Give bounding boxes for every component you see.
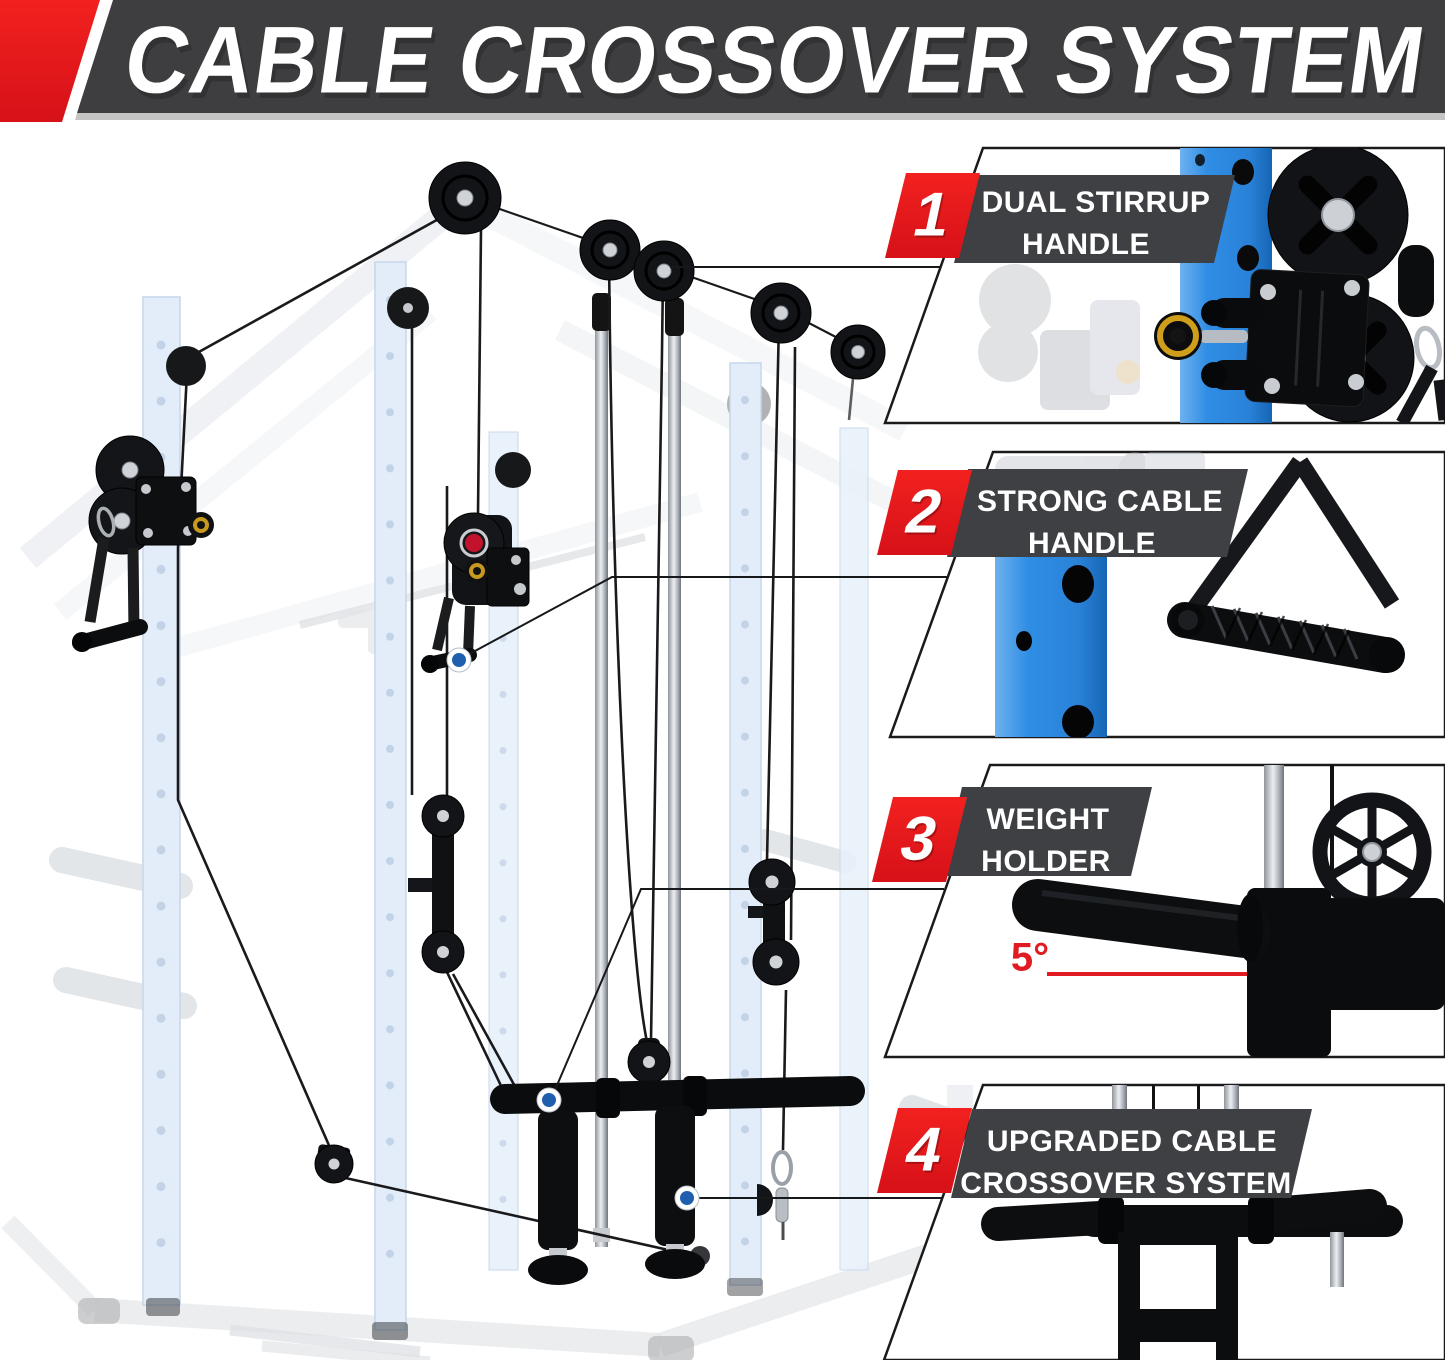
title-red-wedge xyxy=(0,0,100,122)
carabiner xyxy=(771,1150,793,1240)
marker-dots xyxy=(446,647,700,1211)
panel-1-number-badge xyxy=(885,173,980,258)
panel-4-label-banner xyxy=(951,1109,1312,1198)
panel-2-number-badge xyxy=(877,470,972,555)
panel-3-label-banner xyxy=(941,787,1152,876)
title-banner-shadow xyxy=(75,113,1445,120)
panel-2-photo xyxy=(995,452,1405,737)
weight-holder-peg-icon xyxy=(1012,879,1271,962)
adjustment-knob-icon xyxy=(1154,312,1202,360)
guide-rods xyxy=(592,293,684,1247)
cable-handle-icon xyxy=(1167,457,1405,673)
panel-1-label-banner xyxy=(954,175,1235,263)
panel-3-photo xyxy=(1012,765,1445,1057)
marker-dot-carriage xyxy=(674,1185,700,1211)
weight-carriage xyxy=(490,1038,865,1285)
panel-1-photo xyxy=(978,148,1445,423)
panel-4-number-badge xyxy=(877,1108,972,1193)
callout-panel-2 xyxy=(877,450,1445,739)
leader-lines xyxy=(461,266,948,1199)
page-title: CABLE CROSSOVER SYSTEM xyxy=(118,5,1432,113)
callout-panel-4 xyxy=(877,1083,1445,1360)
marker-dot-weight-holder xyxy=(536,1087,562,1113)
panel-4-photo xyxy=(981,1085,1403,1360)
rack-hardware xyxy=(72,161,886,1285)
panel-2-label-banner xyxy=(947,469,1248,557)
panel-3-number-badge xyxy=(872,797,967,882)
callout-panel-1 xyxy=(883,146,1445,425)
title-banner-bg xyxy=(77,0,1445,113)
top-pulleys xyxy=(166,161,886,488)
marker-dot-handle xyxy=(446,647,472,673)
carriage-top-icon xyxy=(981,1189,1403,1360)
trolley-left xyxy=(72,435,214,652)
double-pulley-left xyxy=(408,794,465,974)
double-pulley-right xyxy=(748,858,800,986)
title-banner xyxy=(0,0,1445,122)
callout-panel-3 xyxy=(872,763,1445,1059)
rack-uprights xyxy=(142,261,869,1340)
